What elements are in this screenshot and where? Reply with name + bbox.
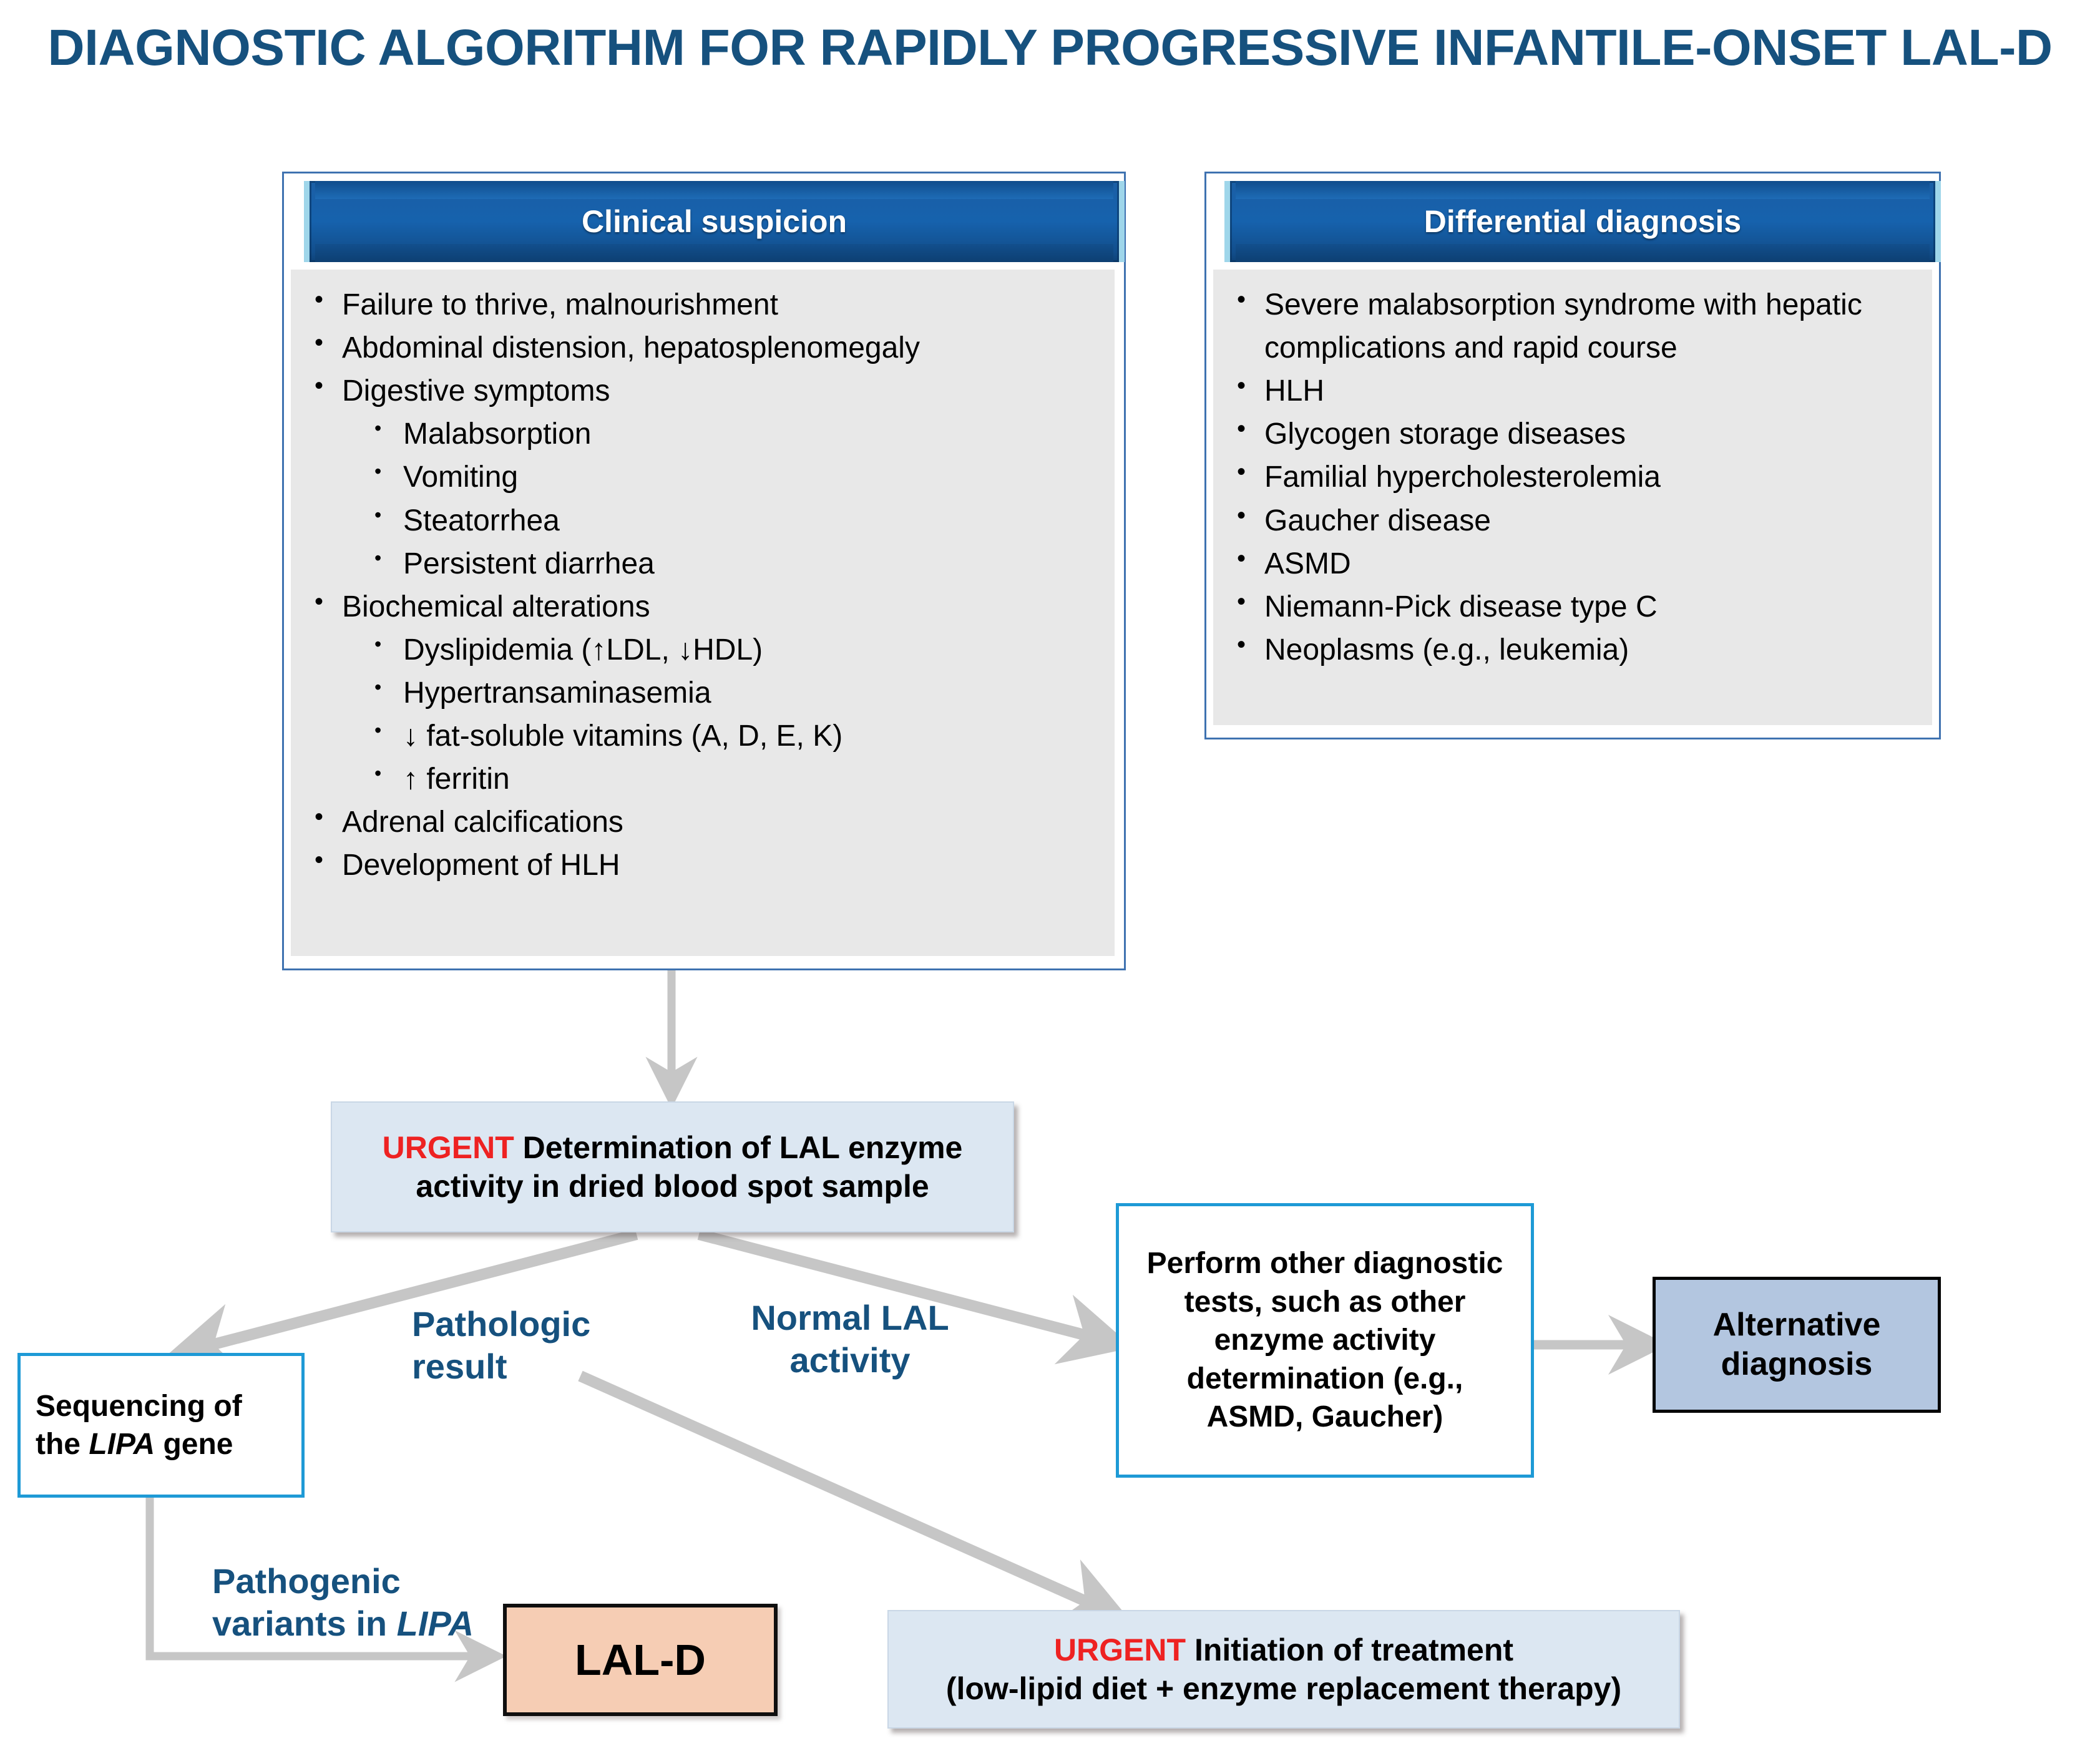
clinical-suspicion-item: Persistent diarrhea <box>310 542 1096 585</box>
clinical-suspicion-item: ↓ fat-soluble vitamins (A, D, E, K) <box>310 715 1096 758</box>
alternative-diagnosis-box[interactable]: Alternative diagnosis <box>1653 1277 1941 1413</box>
clinical-suspicion-item: Biochemical alterations <box>310 584 1096 628</box>
alternative-diagnosis-text: Alternative diagnosis <box>1712 1306 1881 1382</box>
edge-label-pathologic-result: Pathologic result <box>412 1303 637 1388</box>
pathologic-result-text: Pathologic result <box>412 1304 591 1387</box>
normal-lal-activity-text: Normal LAL activity <box>751 1298 949 1380</box>
clinical-suspicion-item: Adrenal calcifications <box>310 799 1096 844</box>
clinical-suspicion-item: Abdominal distension, hepatosplenomegaly <box>310 325 1096 369</box>
treatment-box[interactable]: URGENT Initiation of treatment (low-lipi… <box>887 1610 1680 1729</box>
differential-diagnosis-item: Gaucher disease <box>1232 498 1913 542</box>
treatment-text-line2: (low-lipid diet + enzyme replacement the… <box>945 1671 1622 1706</box>
clinical-suspicion-item: Dyslipidemia (↑LDL, ↓HDL) <box>310 628 1096 671</box>
page-title: DIAGNOSTIC ALGORITHM FOR RAPIDLY PROGRES… <box>47 19 2053 76</box>
other-tests-box[interactable]: Perform other diagnostic tests, such as … <box>1116 1203 1534 1478</box>
differential-diagnosis-body: Severe malabsorption syndrome with hepat… <box>1213 270 1932 725</box>
lipa-gene-italic: LIPA <box>89 1428 155 1461</box>
differential-diagnosis-header: Differential diagnosis <box>1224 181 1941 262</box>
clinical-suspicion-item: Steatorrhea <box>310 499 1096 542</box>
edge-label-pathogenic-variants: Pathogenic variants in LIPA <box>212 1560 537 1646</box>
pathogenic-variants-text: Pathogenic variants in <box>212 1561 401 1644</box>
differential-diagnosis-item: Neoplasms (e.g., leukemia) <box>1232 627 1913 671</box>
clinical-suspicion-body: Failure to thrive, malnourishmentAbdomin… <box>291 270 1115 956</box>
clinical-suspicion-item: Development of HLH <box>310 842 1096 887</box>
clinical-suspicion-item: Hypertransaminasemia <box>310 671 1096 715</box>
clinical-suspicion-item: Malabsorption <box>310 412 1096 456</box>
differential-diagnosis-item: HLH <box>1232 368 1913 412</box>
differential-diagnosis-header-label: Differential diagnosis <box>1424 204 1742 239</box>
clinical-suspicion-header: Clinical suspicion <box>304 181 1125 262</box>
differential-diagnosis-item: Severe malabsorption syndrome with hepat… <box>1232 282 1913 369</box>
edge-label-normal-lal-activity: Normal LAL activity <box>725 1297 975 1382</box>
differential-diagnosis-item: Niemann-Pick disease type C <box>1232 584 1913 628</box>
lald-box[interactable]: LAL-D <box>503 1604 778 1716</box>
sequencing-suffix: gene <box>155 1428 233 1461</box>
lald-text: LAL-D <box>575 1636 706 1684</box>
differential-diagnosis-list: Severe malabsorption syndrome with hepat… <box>1232 282 1913 671</box>
differential-diagnosis-item: ASMD <box>1232 541 1913 585</box>
differential-diagnosis-item: Glycogen storage diseases <box>1232 411 1913 456</box>
clinical-suspicion-list: Failure to thrive, malnourishmentAbdomin… <box>310 282 1096 887</box>
sequencing-box[interactable]: Sequencing of the LIPA gene <box>17 1353 305 1498</box>
arrow-determination-to-treatment <box>578 1370 1131 1626</box>
clinical-suspicion-item: Digestive symptoms <box>310 368 1096 412</box>
clinical-suspicion-header-label: Clinical suspicion <box>581 204 847 239</box>
lal-determination-text: Determination of LAL enzyme activity in … <box>416 1129 963 1204</box>
lal-determination-box[interactable]: URGENT Determination of LAL enzyme activ… <box>331 1101 1014 1232</box>
clinical-suspicion-item: Vomiting <box>310 456 1096 499</box>
treatment-text-line1: Initiation of treatment <box>1186 1632 1514 1667</box>
pathogenic-variants-gene-italic: LIPA <box>396 1604 474 1644</box>
urgent-label-treatment: URGENT <box>1053 1632 1186 1667</box>
clinical-suspicion-item: ↑ ferritin <box>310 758 1096 801</box>
sequencing-prefix: Sequencing of the <box>36 1389 242 1461</box>
differential-diagnosis-item: Familial hypercholesterolemia <box>1232 454 1913 499</box>
sequencing-text: Sequencing of the LIPA gene <box>36 1387 286 1464</box>
clinical-suspicion-item: Failure to thrive, malnourishment <box>310 282 1096 326</box>
other-tests-text: Perform other diagnostic tests, such as … <box>1146 1247 1503 1434</box>
urgent-label-determination: URGENT <box>382 1129 514 1165</box>
